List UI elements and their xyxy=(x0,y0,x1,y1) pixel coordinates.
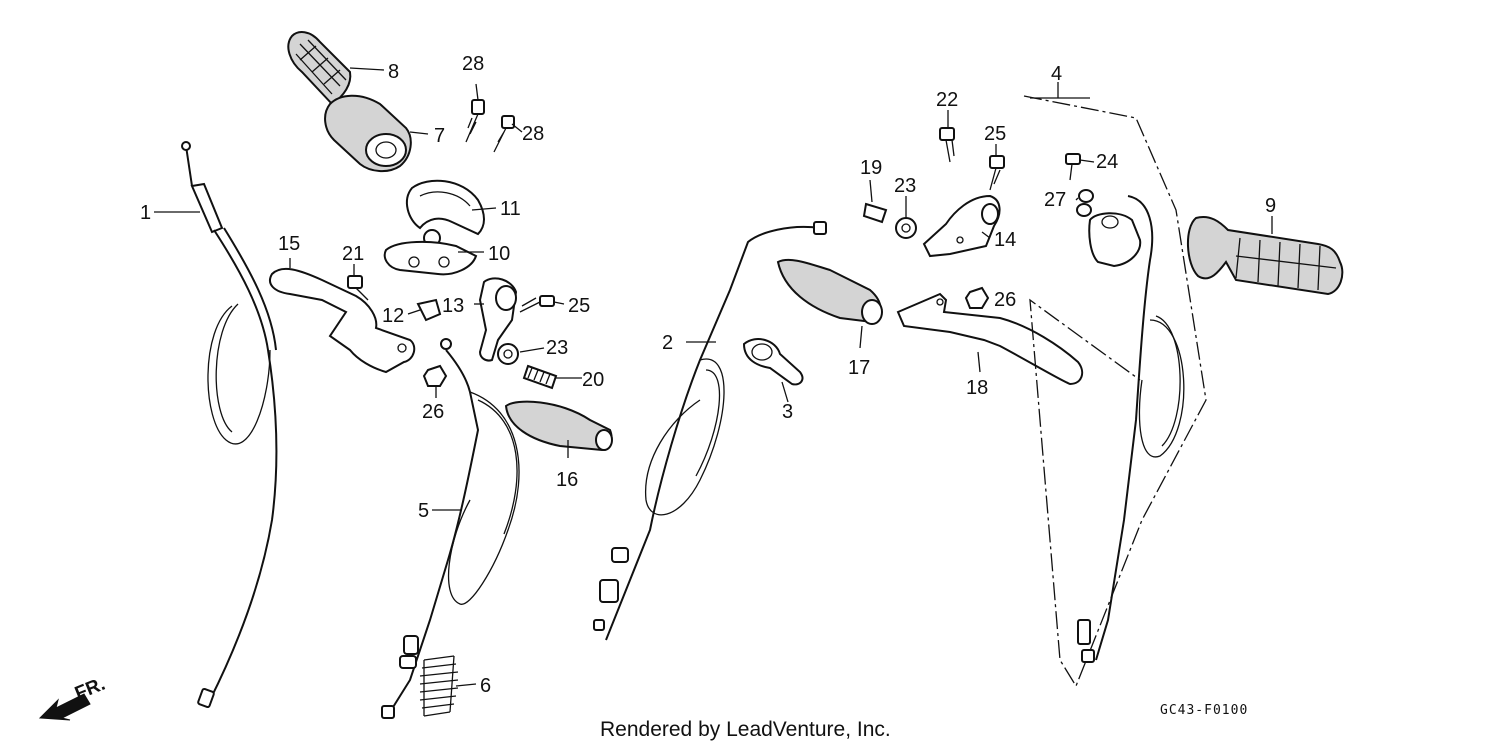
label-part-20: 20 xyxy=(582,369,604,391)
label-part-23a: 23 xyxy=(546,337,568,359)
label-part-12: 12 xyxy=(382,305,404,327)
adjuster-19[interactable] xyxy=(862,202,888,224)
lock-nut-23a[interactable] xyxy=(497,343,519,365)
label-part-2: 2 xyxy=(662,332,673,354)
throttle-cable-5[interactable] xyxy=(381,338,520,719)
label-part-25a: 25 xyxy=(568,295,590,317)
label-part-23b: 23 xyxy=(894,175,916,197)
label-part-11: 11 xyxy=(500,198,521,220)
throttle-grip[interactable] xyxy=(287,31,352,106)
label-part-19: 19 xyxy=(860,157,882,179)
switch-assembly-4[interactable] xyxy=(1023,95,1207,688)
handlebar-grip-9[interactable] xyxy=(1186,216,1344,296)
clutch-lever-15[interactable] xyxy=(269,267,416,374)
label-part-28b: 28 xyxy=(522,123,544,145)
leader-lines xyxy=(154,67,1273,687)
return-spring-6[interactable] xyxy=(419,655,459,717)
fr-label: FR. xyxy=(72,674,108,705)
lock-nut-23b[interactable] xyxy=(895,217,917,239)
screw-25b[interactable] xyxy=(989,155,1005,191)
nut-26b[interactable] xyxy=(964,286,990,309)
label-part-28a: 28 xyxy=(462,53,484,75)
clutch-cable-1[interactable] xyxy=(181,141,278,709)
label-part-3: 3 xyxy=(782,401,793,423)
label-part-4: 4 xyxy=(1051,63,1062,85)
label-part-13: 13 xyxy=(442,295,464,317)
cable-bracket-13[interactable] xyxy=(478,277,518,362)
front-direction-arrow: FR. xyxy=(38,674,108,721)
fr-arrow-icon xyxy=(38,693,91,721)
label-part-6: 6 xyxy=(480,675,491,697)
nut-12[interactable] xyxy=(416,298,442,322)
label-part-5: 5 xyxy=(418,500,429,522)
label-part-9: 9 xyxy=(1265,195,1276,217)
part-labels: 1 2 3 4 5 6 7 8 9 10 11 12 13 14 15 16 1… xyxy=(140,53,1276,697)
label-part-26a: 26 xyxy=(422,401,444,423)
label-part-7: 7 xyxy=(434,125,445,147)
washer-27[interactable] xyxy=(1076,189,1094,217)
label-part-17: 17 xyxy=(848,357,870,379)
lever-cover-17[interactable] xyxy=(776,258,883,325)
screw-25a[interactable] xyxy=(519,295,555,313)
label-part-26b: 26 xyxy=(994,289,1016,311)
nut-26a[interactable] xyxy=(422,364,448,387)
label-part-27: 27 xyxy=(1044,189,1066,211)
diagram-code: GC43-F0100 xyxy=(1160,703,1248,718)
label-part-1: 1 xyxy=(140,202,151,224)
control-cable-2[interactable] xyxy=(593,221,827,641)
throttle-cover[interactable] xyxy=(405,179,485,247)
bolt-22[interactable] xyxy=(939,127,955,163)
label-part-21: 21 xyxy=(342,243,364,265)
label-part-24: 24 xyxy=(1096,151,1118,173)
label-part-10: 10 xyxy=(488,243,510,265)
cable-holder-3[interactable] xyxy=(742,338,804,386)
lever-cover-16[interactable] xyxy=(504,400,613,452)
label-part-8: 8 xyxy=(388,61,399,83)
screw-24[interactable] xyxy=(1065,153,1081,181)
label-part-14: 14 xyxy=(994,229,1016,251)
label-part-22: 22 xyxy=(936,89,958,111)
label-part-15: 15 xyxy=(278,233,300,255)
bolt-28b[interactable] xyxy=(493,115,515,153)
bolt-28a[interactable] xyxy=(465,99,485,143)
label-part-18: 18 xyxy=(966,377,988,399)
pivot-bolt-21[interactable] xyxy=(347,275,369,301)
lever-bracket-14[interactable] xyxy=(922,194,1001,258)
adjuster-20[interactable] xyxy=(522,364,558,390)
render-credit: Rendered by LeadVenture, Inc. xyxy=(600,718,891,741)
label-part-25b: 25 xyxy=(984,123,1006,145)
brake-lever-18[interactable] xyxy=(896,292,1084,386)
throttle-housing[interactable] xyxy=(324,94,412,172)
label-part-16: 16 xyxy=(556,469,578,491)
throttle-housing-base[interactable] xyxy=(383,240,478,276)
